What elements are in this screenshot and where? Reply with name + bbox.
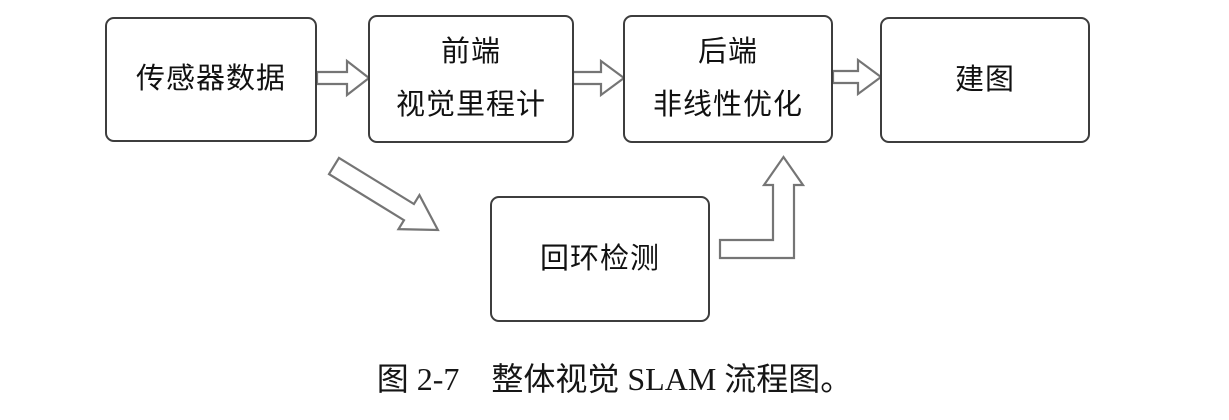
node-label: 传感器数据 [135, 63, 286, 96]
node-mapping: 建图 [880, 17, 1090, 143]
arrow-frontend-to-backend [571, 58, 626, 98]
node-label: 回环检测 [539, 242, 660, 275]
node-label: 视觉里程计 [395, 89, 546, 121]
node-sensor-data: 传感器数据 [105, 17, 317, 142]
arrow-loop-closure-to-backend [718, 155, 806, 260]
arrow-sensor-to-loop-closure [327, 156, 440, 232]
figure-caption: 图 2-7 整体视觉 SLAM 流程图。 [376, 361, 853, 397]
arrow-sensor-to-frontend [315, 58, 371, 98]
node-label: 后端 [697, 36, 758, 69]
node-label: 前端 [440, 36, 501, 69]
node-loop-closure: 回环检测 [490, 196, 710, 322]
arrow-backend-to-mapping [831, 57, 883, 97]
node-backend: 后端 非线性优化 [623, 15, 833, 143]
node-label: 建图 [954, 63, 1015, 96]
node-frontend: 前端 视觉里程计 [368, 15, 574, 143]
node-label: 非线性优化 [652, 89, 803, 121]
